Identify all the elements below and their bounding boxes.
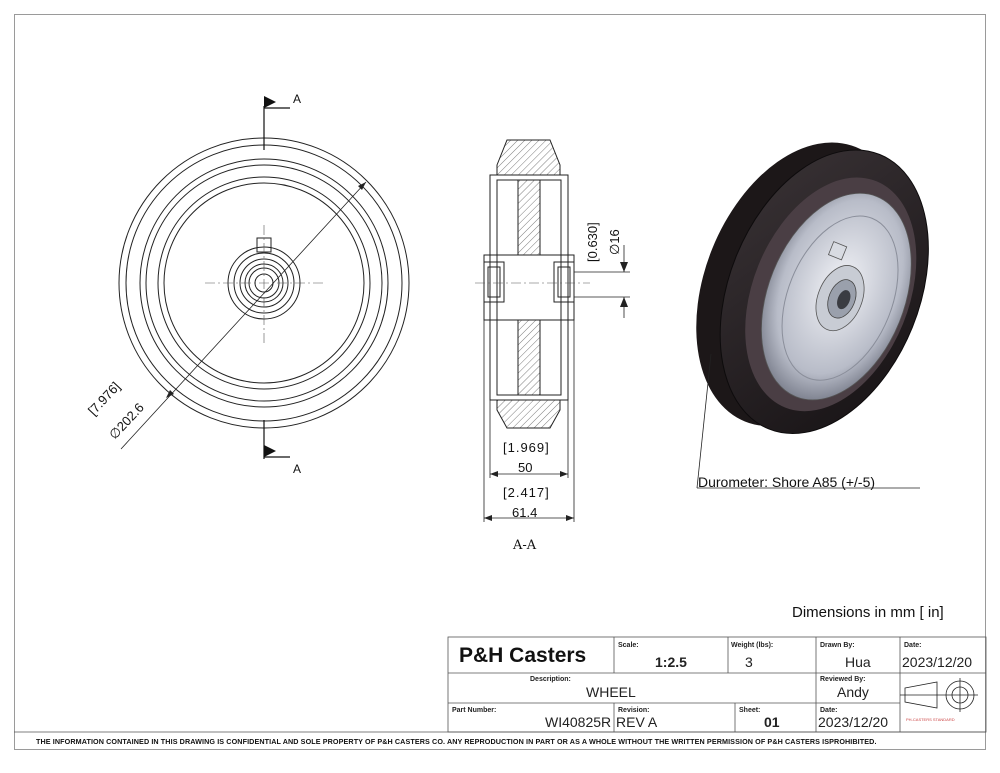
sheet-label: Sheet: (739, 707, 761, 714)
confidentiality-footer: THE INFORMATION CONTAINED IN THIS DRAWIN… (36, 737, 877, 746)
hub-width-in: [1.969] (503, 440, 550, 455)
reviewed-by-label: Reviewed By: (820, 676, 866, 683)
description-value: WHEEL (586, 684, 636, 700)
drawing-border (14, 14, 986, 750)
svg-text:PH-CASTERS STANDARD: PH-CASTERS STANDARD (906, 717, 955, 722)
revision-label: Revision: (618, 707, 650, 714)
overall-width-in: [2.417] (503, 485, 550, 500)
durometer-callout: Durometer: Shore A85 (+/-5) (698, 474, 876, 490)
scale-label: Scale: (618, 642, 639, 649)
scale-value: 1:2.5 (655, 654, 687, 670)
part-number-label: Part Number: (452, 707, 497, 714)
drawn-by-value: Hua (845, 654, 871, 670)
section-label-top: A (293, 92, 302, 106)
reviewed-by-value: Andy (837, 684, 869, 700)
weight-value: 3 (745, 654, 753, 670)
company-name: P&H Casters (459, 644, 587, 667)
sheet-value: 01 (764, 714, 780, 730)
part-number-value: WI40825R (545, 714, 612, 730)
revision-value: REV A (616, 714, 658, 730)
overall-width-mm: 61.4 (512, 505, 538, 520)
section-label-bottom: A (293, 462, 302, 476)
date-label: Date: (904, 642, 922, 649)
section-arrow-top-icon (264, 96, 276, 108)
date2-value: 2023/12/20 (818, 714, 889, 730)
section-view-label: A-A (513, 538, 537, 553)
drawn-by-label: Drawn By: (820, 642, 855, 649)
hub-width-mm: 50 (518, 460, 533, 475)
weight-label: Weight (lbs): (731, 642, 774, 649)
section-arrow-bottom-icon (264, 445, 276, 457)
projection-symbol-icon (900, 678, 978, 712)
description-label: Description: (530, 676, 571, 683)
date2-label: Date: (820, 707, 838, 714)
date-value: 2023/12/20 (902, 654, 973, 670)
units-note: Dimensions in mm [ in] (792, 604, 944, 621)
